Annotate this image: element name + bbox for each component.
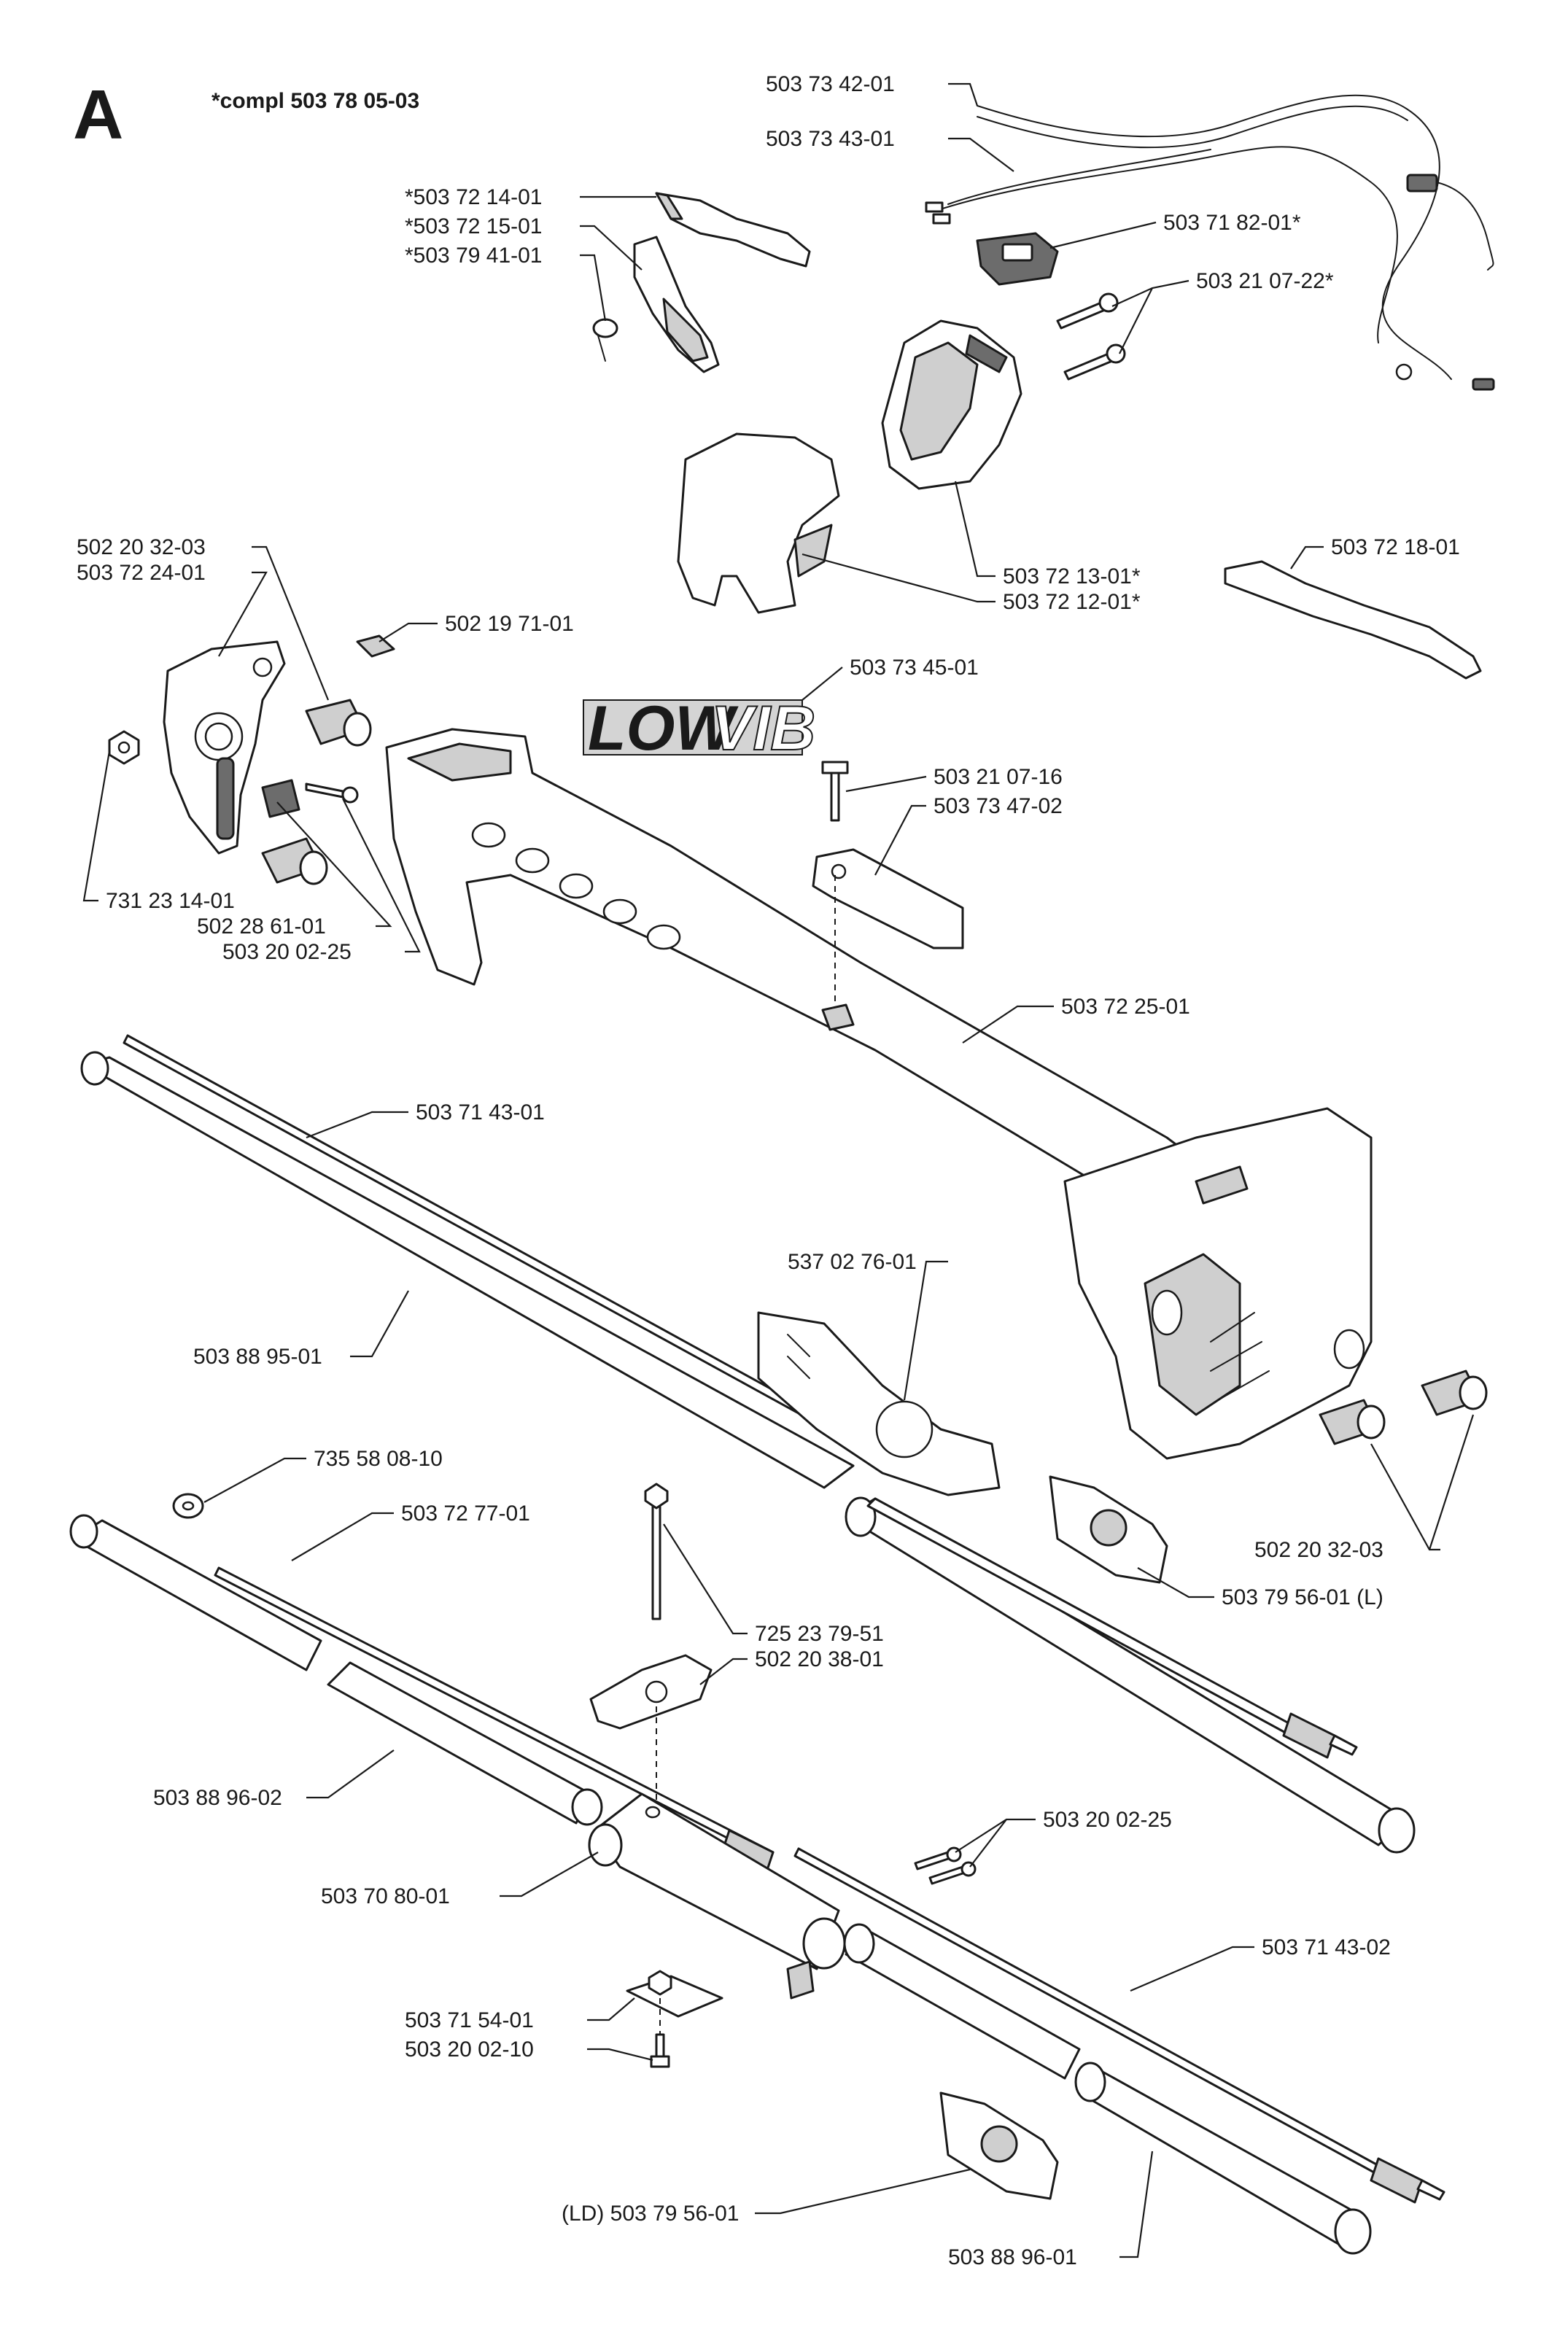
drive-shaft-end <box>866 1497 1358 1759</box>
part-label: (LD) 503 79 56-01 <box>562 2202 740 2226</box>
lower-right-tube-a <box>843 1923 1081 2080</box>
upper-tube-extension <box>845 1496 1416 1854</box>
shaft-clamp <box>812 848 964 949</box>
throttle-trigger <box>655 192 811 268</box>
section-letter: A <box>73 76 123 154</box>
lower-left-tube-a <box>69 1514 603 1826</box>
clamp-nut <box>821 1003 855 1031</box>
part-label: 503 72 77-01 <box>401 1502 530 1526</box>
part-label: 503 79 56-01 (L) <box>1222 1585 1383 1609</box>
throttle-cable <box>1224 560 1482 680</box>
part-label: 503 21 07-22* <box>1196 269 1334 293</box>
logo-right-text: VIB <box>711 694 815 764</box>
part-label: 503 71 54-01 <box>405 2008 534 2032</box>
part-label: 735 58 08-10 <box>314 1447 443 1471</box>
clamp-screw <box>821 761 849 1003</box>
part-label: 502 19 71-01 <box>445 612 574 636</box>
part-label: 502 28 61-01 <box>197 914 326 939</box>
part-label: 537 02 76-01 <box>788 1250 917 1274</box>
part-label: 502 20 32-03 <box>1254 1538 1383 1562</box>
handle-half-rear <box>881 319 1022 490</box>
washer <box>172 1493 204 1519</box>
coupling-screw-bottom <box>650 1998 670 2068</box>
wiring-harness <box>925 94 1495 391</box>
part-label: 503 72 18-01 <box>1331 535 1460 559</box>
rubber-dampers-lower <box>1319 1370 1488 1445</box>
leader-lines <box>82 82 1475 2258</box>
part-label: *503 79 41-01 <box>405 244 543 268</box>
trigger-spring <box>592 318 618 362</box>
engine-mount-housing <box>1063 1107 1373 1460</box>
part-label: 503 20 02-25 <box>222 940 352 964</box>
part-label: *503 72 14-01 <box>405 185 543 209</box>
part-label: 725 23 79-51 <box>755 1622 884 1646</box>
lower-right-shaft <box>793 1847 1445 2204</box>
part-label: 503 88 95-01 <box>193 1345 322 1369</box>
coupling-nut-plate <box>626 1970 723 2018</box>
part-label: 503 72 12-01* <box>1003 590 1141 614</box>
complete-assembly-label: *compl 503 78 05-03 <box>211 89 419 113</box>
bracket-nut <box>108 730 140 765</box>
part-label: 503 73 45-01 <box>850 656 979 680</box>
decal-l <box>1049 1475 1168 1584</box>
part-label: 503 20 02-25 <box>1043 1808 1172 1832</box>
part-label: 502 20 38-01 <box>755 1647 884 1671</box>
part-label: 503 73 42-01 <box>766 72 895 96</box>
safety-decal <box>757 1311 1001 1496</box>
handle-screws <box>1056 292 1126 381</box>
part-label: 502 20 32-03 <box>77 535 206 559</box>
rubber-dampers-upper <box>261 699 372 885</box>
part-label: 503 73 47-02 <box>934 794 1063 818</box>
bracket-screw <box>305 782 359 804</box>
lowvib-decal: LOW VIB <box>583 693 816 764</box>
part-label: 503 88 96-02 <box>153 1786 282 1810</box>
part-label: 503 88 96-01 <box>948 2245 1077 2269</box>
upper-tube <box>80 1051 855 1489</box>
coupling-screws <box>914 1846 977 1885</box>
part-labels: 503 73 42-01 503 73 43-01 *503 72 14-01 … <box>77 72 1460 2269</box>
wing-knob <box>589 1654 713 1801</box>
decal-ld <box>939 2091 1059 2200</box>
part-label: 503 70 80-01 <box>321 1884 450 1908</box>
bracket-clamp <box>261 779 300 818</box>
part-label: 731 23 14-01 <box>106 889 235 913</box>
throttle-lockout <box>633 236 720 373</box>
logo-left-text: LOW <box>588 694 739 764</box>
square-nut <box>356 634 395 658</box>
part-label: 503 73 43-01 <box>766 127 895 151</box>
part-label: 503 71 82-01* <box>1163 211 1301 235</box>
coupling <box>588 1792 846 2000</box>
part-label: 503 20 02-10 <box>405 2037 534 2062</box>
bolt <box>644 1483 669 1620</box>
part-label: *503 72 15-01 <box>405 214 543 238</box>
part-label: 503 71 43-02 <box>1262 1935 1391 1959</box>
part-label: 503 72 13-01* <box>1003 564 1141 588</box>
part-label: 503 71 43-01 <box>416 1100 545 1124</box>
upper-drive-shaft <box>123 1034 833 1431</box>
part-label: 503 72 25-01 <box>1061 995 1190 1019</box>
stop-switch <box>976 232 1059 286</box>
handle-half-front <box>677 432 840 614</box>
handle-bracket <box>163 640 286 855</box>
part-label: 503 72 24-01 <box>77 561 206 585</box>
part-label: 503 21 07-16 <box>934 765 1063 789</box>
lower-right-tube-b <box>1074 2062 1372 2255</box>
